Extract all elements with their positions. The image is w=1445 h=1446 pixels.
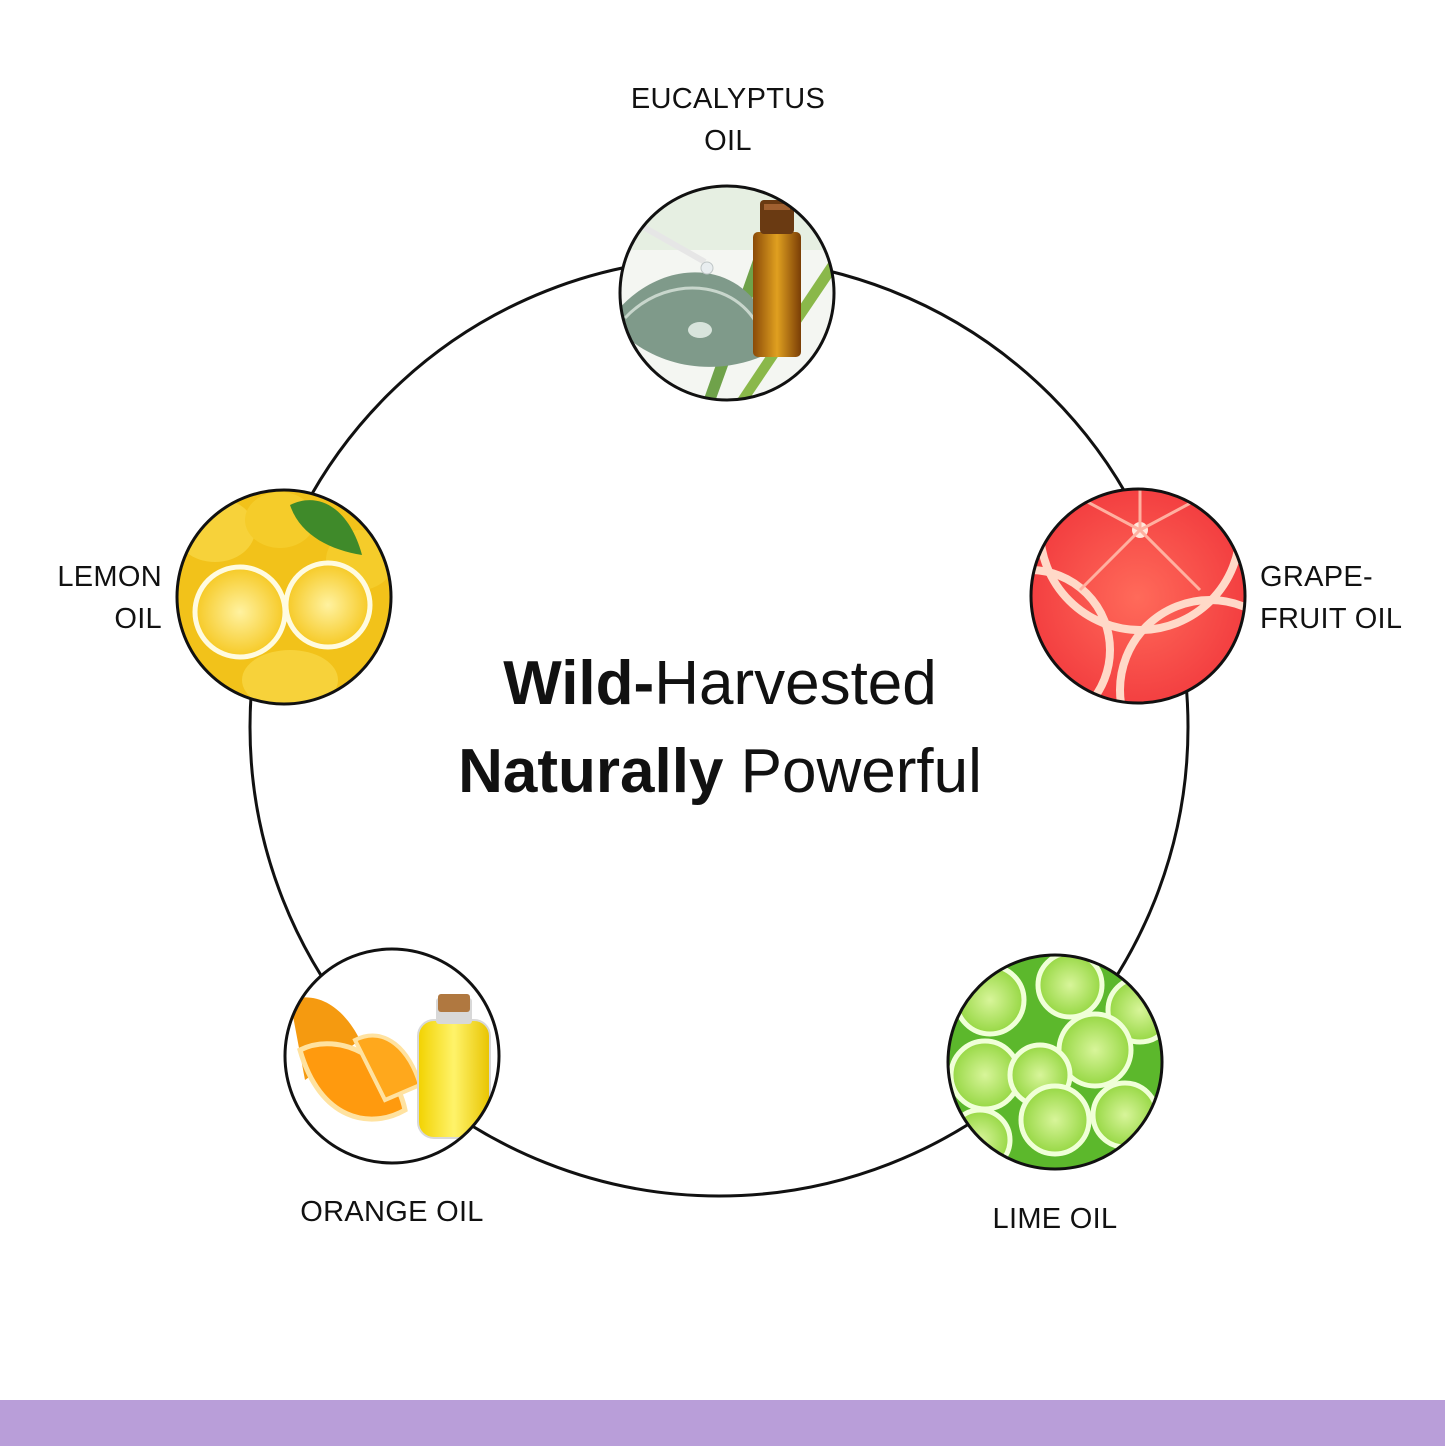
grapefruit-label-line1: GRAPE-	[1260, 561, 1373, 593]
grapefruit-oil-label: GRAPE- FRUIT OIL	[1260, 556, 1402, 640]
title-line-2: Naturally Powerful	[360, 728, 1080, 816]
orange-oil-label: ORANGE OIL	[272, 1191, 512, 1233]
title-line1-bold: Wild-	[503, 649, 655, 718]
lemon-label-line2: OIL	[114, 603, 162, 635]
orange-oil-icon	[283, 947, 501, 1165]
orange-label-line1: ORANGE OIL	[300, 1196, 484, 1228]
lemon-label-line1: LEMON	[57, 561, 162, 593]
lime-oil-label: LIME OIL	[955, 1198, 1155, 1240]
title-line1-light: Harvested	[654, 649, 937, 718]
lemon-icon	[175, 488, 393, 706]
grapefruit-label-line2: FRUIT OIL	[1260, 603, 1403, 635]
eucalyptus-label-line1: EUCALYPTUS	[630, 83, 826, 115]
lime-label-line1: LIME OIL	[992, 1203, 1118, 1235]
lemon-oil-label: LEMON OIL	[20, 556, 162, 640]
lime-icon	[946, 953, 1164, 1171]
title-line-1: Wild-Harvested	[360, 640, 1080, 728]
title-line2-light: Powerful	[740, 737, 982, 806]
eucalyptus-oil-label: EUCALYPTUS OIL	[612, 78, 844, 162]
footer-color-bar	[0, 1400, 1445, 1446]
title-line2-bold: Naturally	[458, 737, 724, 806]
center-title: Wild-Harvested Naturally Powerful	[360, 640, 1080, 816]
eucalyptus-label-line2: OIL	[704, 125, 752, 157]
eucalyptus-oil-icon	[618, 184, 836, 402]
